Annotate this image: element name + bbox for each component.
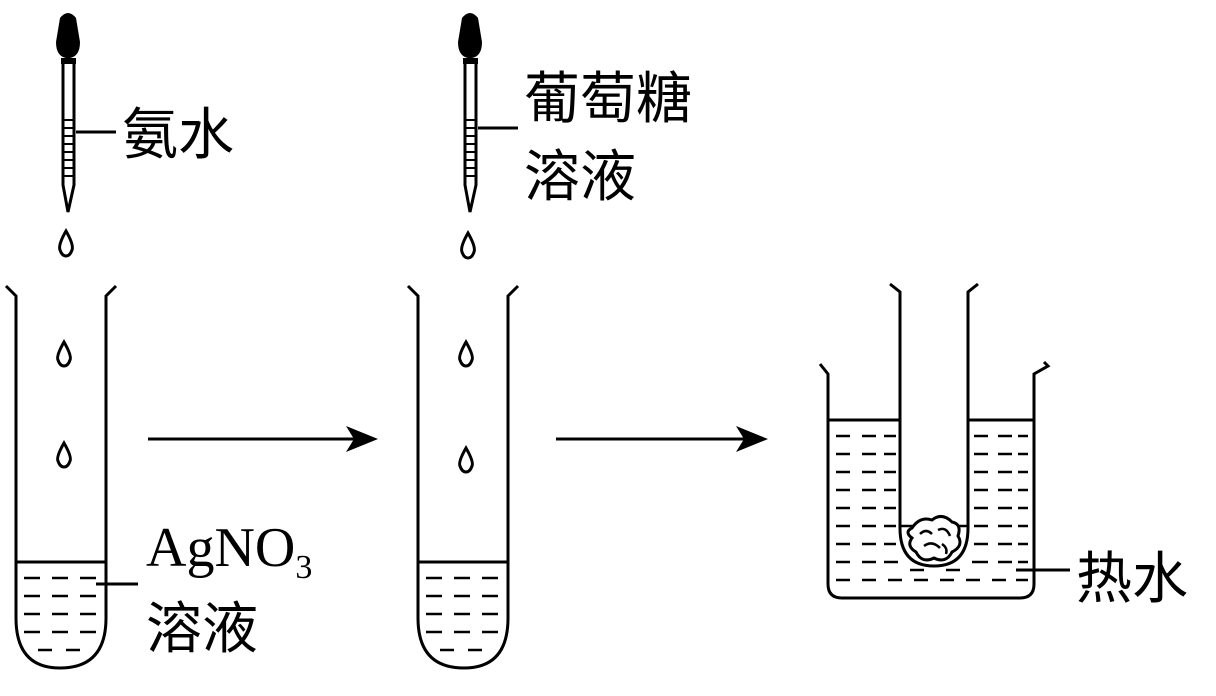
droplet-icon xyxy=(58,227,74,258)
water-bath-beaker xyxy=(818,360,1051,600)
dropper-1 xyxy=(56,13,116,213)
solution-label-word: 溶液 xyxy=(146,597,258,662)
arrow-icon xyxy=(556,426,768,452)
reagent-label-glucose-line2: 溶液 xyxy=(524,145,636,210)
dropper-2 xyxy=(458,13,518,213)
test-tube-3 xyxy=(889,282,979,568)
arrow-icon xyxy=(148,426,378,452)
silver-precipitate xyxy=(906,515,962,562)
droplet-icon xyxy=(460,229,476,260)
test-tube-2 xyxy=(406,284,520,670)
test-tube-1 xyxy=(4,284,138,670)
solution-label-formula: AgNO3 xyxy=(146,517,312,586)
reagent-label-glucose-line1: 葡萄糖 xyxy=(524,67,692,132)
reagent-label-ammonia: 氨水 xyxy=(122,103,234,168)
bath-label-hot-water: 热水 xyxy=(1076,547,1188,612)
